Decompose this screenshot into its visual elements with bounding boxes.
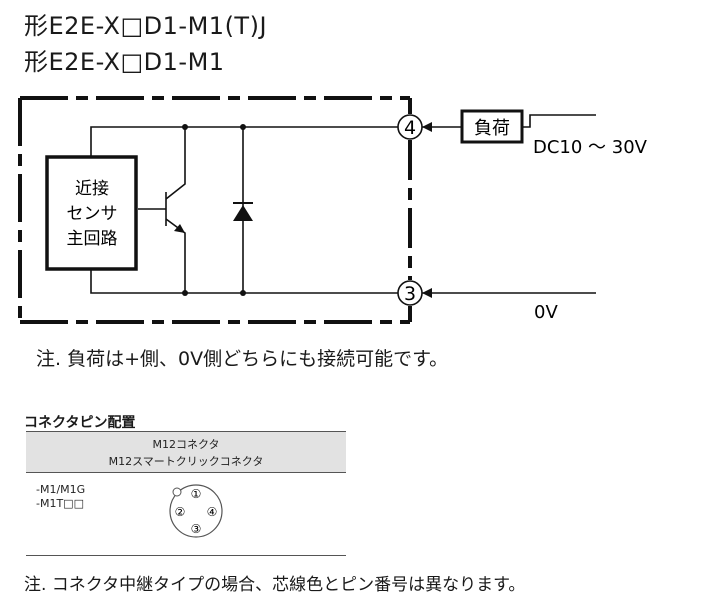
load-connection-note: 注. 負荷は+側、0V側どちらにも接続可能です。 (36, 348, 449, 370)
connector-pin-layout: ① ② ④ ③ (169, 484, 223, 538)
relay-type-note: 注. コネクタ中継タイプの場合、芯線色とピン番号は異なります。 (24, 575, 526, 595)
load-box (460, 109, 524, 144)
pin-3-arrow (422, 288, 432, 298)
sensor-label-line2: センサ (67, 204, 118, 224)
pin-4-arrow (422, 122, 432, 132)
pin-2-label: ② (175, 505, 186, 519)
connector-key-notch (172, 487, 182, 497)
ground-voltage-label: 0V (534, 302, 558, 323)
connector-pin-title: コネクタピン配置 (24, 415, 136, 431)
pin-4-label: 4 (404, 117, 416, 139)
pin-3-connector-label: ③ (191, 522, 202, 536)
model-suffix-line1: -M1/M1G (36, 483, 86, 496)
connector-table-header: M12コネクタ M12スマートクリックコネクタ (26, 431, 346, 473)
sensor-label-line3: 主回路 (67, 229, 118, 249)
connector-header-line1: M12コネクタ (152, 438, 220, 451)
diode-symbol (233, 202, 253, 221)
pin-3-label: 3 (404, 283, 416, 305)
sensor-enclosure (18, 96, 412, 324)
connector-header-line2: M12スマートクリックコネクタ (108, 455, 264, 468)
circuit-diagram: 近接 センサ 主回路 4 3 負荷 DC10 ～ 30V 0V (18, 96, 648, 324)
supply-voltage-label: DC10 ～ 30V (533, 137, 648, 158)
pin-4-connector-label: ④ (207, 505, 218, 519)
pin-4-marker: 4 (397, 114, 423, 140)
transistor-emitter-arrow (174, 224, 185, 233)
table-bottom-rule (26, 555, 346, 556)
load-label: 負荷 (474, 118, 510, 139)
pin-1-label: ① (191, 487, 202, 501)
model-suffix-line2: -M1T□□ (36, 497, 84, 510)
sensor-label-line1: 近接 (75, 179, 109, 199)
model-title-line1: 形E2E-X□D1-M1(T)J (24, 12, 268, 40)
connector-face (169, 484, 223, 538)
connector-pin-table: M12コネクタ M12スマートクリックコネクタ -M1/M1G -M1T□□ ①… (26, 431, 346, 557)
pin-3-marker: 3 (397, 280, 423, 306)
model-title-line2: 形E2E-X□D1-M1 (24, 48, 225, 76)
sensor-main-circuit-box (45, 155, 138, 271)
junction-dots (182, 124, 246, 296)
